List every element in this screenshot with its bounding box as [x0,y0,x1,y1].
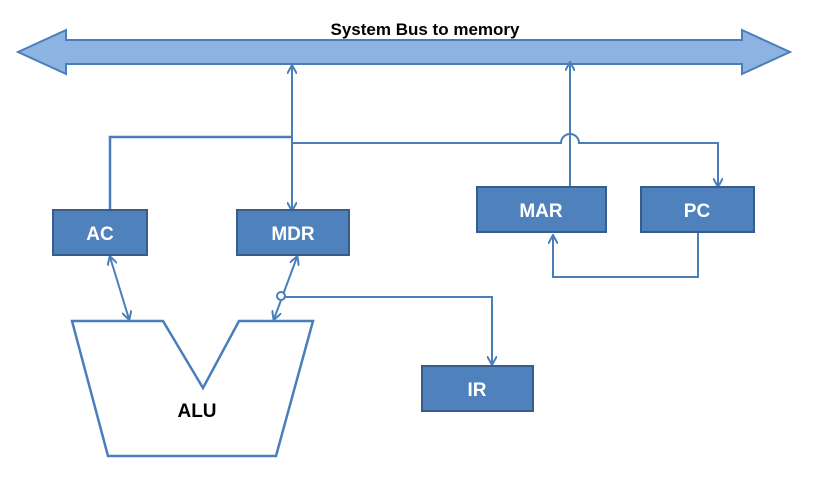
pc-label: PC [684,201,711,222]
system-bus-arrow [15,28,793,76]
alu-label: ALU [177,401,216,422]
alu-shape [70,319,315,458]
mdr-alu-arrow [274,257,297,319]
pc-register: PC [640,186,755,233]
mar-label: MAR [519,201,563,222]
bus-to-registers-connection [108,135,292,212]
pc-to-mar-arrow [553,233,699,278]
ir-register: IR [421,365,534,412]
bus-to-pc-line [292,133,718,186]
ir-label: IR [468,380,487,401]
ac-alu-arrow [110,257,129,319]
ac-label: AC [86,224,114,245]
ac-register: AC [52,209,148,256]
mdr-ir-junction-dot [276,291,286,301]
mdr-register: MDR [236,209,350,256]
mdr-label: MDR [271,224,315,245]
mdr-to-ir-arrow [285,296,492,364]
mar-register: MAR [476,186,607,233]
system-bus-label: System Bus to memory [331,20,520,39]
